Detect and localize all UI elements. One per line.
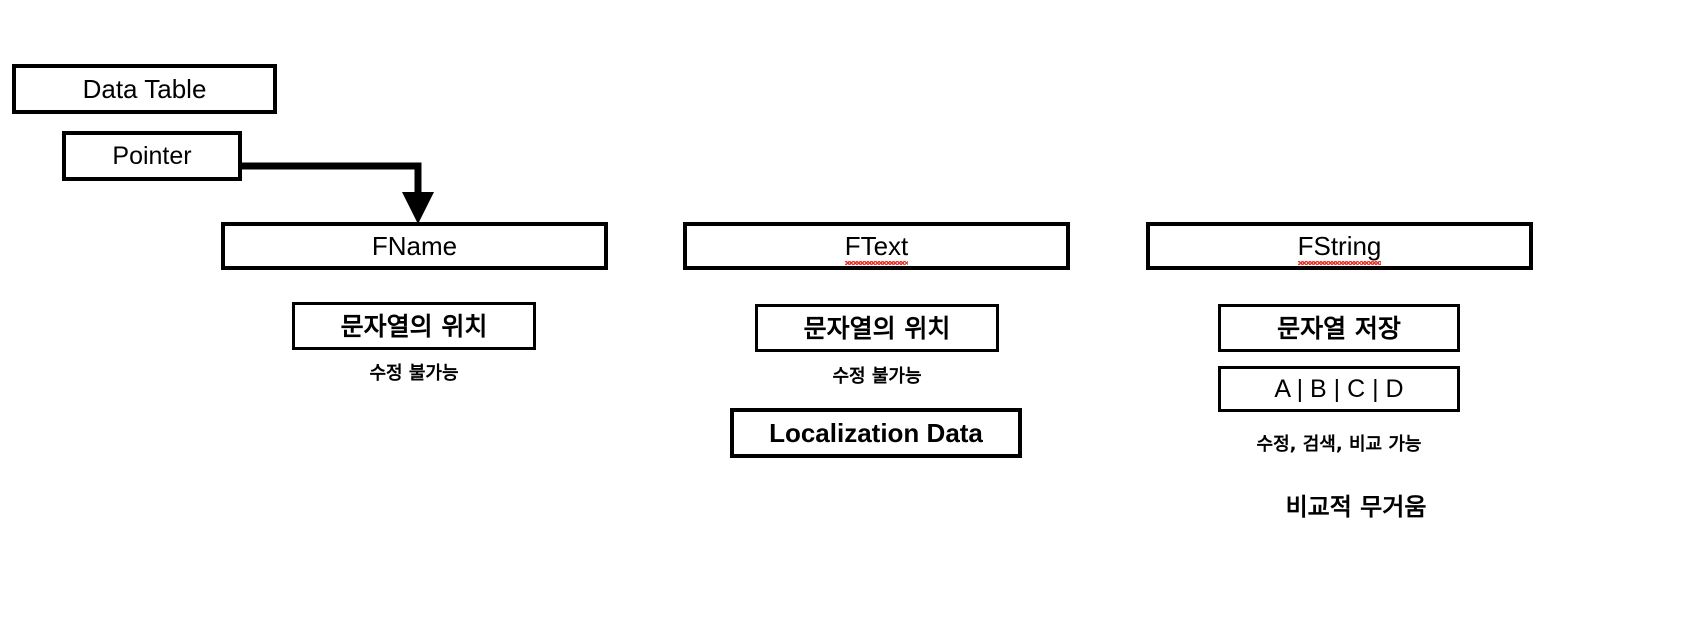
fname-attribute-box[interactable]: 문자열의 위치 <box>292 302 536 350</box>
fstring-caption-1-label: 비교적 무거움 <box>1285 493 1427 521</box>
data-table-box[interactable]: Data Table <box>12 64 277 114</box>
fstring-attribute-box[interactable]: 문자열 저장 <box>1218 304 1460 352</box>
fstring-attribute-label: 문자열 저장 <box>1277 313 1401 343</box>
fname-header-box[interactable]: FName <box>221 222 608 270</box>
data-table-label: Data Table <box>82 74 207 104</box>
fstring-caption-1: 비교적 무거움 <box>1236 492 1476 522</box>
fname-header-label: FName <box>371 231 458 261</box>
fstring-caption-0-label: 수정, 검색, 비교 가능 <box>1256 434 1422 455</box>
fname-caption-0-label: 수정 불가능 <box>369 363 459 384</box>
ftext-attribute-label: 문자열의 위치 <box>803 313 951 343</box>
ftext-localization-box[interactable]: Localization Data <box>730 408 1022 458</box>
ftext-localization-label: Localization Data <box>769 418 983 448</box>
fstring-values-box[interactable]: A | B | C | D <box>1218 366 1460 412</box>
fstring-header-box[interactable]: FString <box>1146 222 1533 270</box>
ftext-attribute-box[interactable]: 문자열의 위치 <box>755 304 999 352</box>
pointer-box[interactable]: Pointer <box>62 131 242 181</box>
fname-attribute-label: 문자열의 위치 <box>340 311 488 341</box>
ftext-caption-0: 수정 불가능 <box>757 365 997 389</box>
ftext-header-box[interactable]: FText <box>683 222 1070 270</box>
fstring-header-label: FString <box>1297 231 1382 265</box>
pointer-label: Pointer <box>112 141 192 170</box>
fname-caption-0: 수정 불가능 <box>294 362 534 386</box>
ftext-caption-0-label: 수정 불가능 <box>832 366 922 387</box>
fstring-caption-0: 수정, 검색, 비교 가능 <box>1219 433 1459 457</box>
fstring-values-label: A | B | C | D <box>1274 374 1404 403</box>
ftext-header-label: FText <box>844 231 909 265</box>
